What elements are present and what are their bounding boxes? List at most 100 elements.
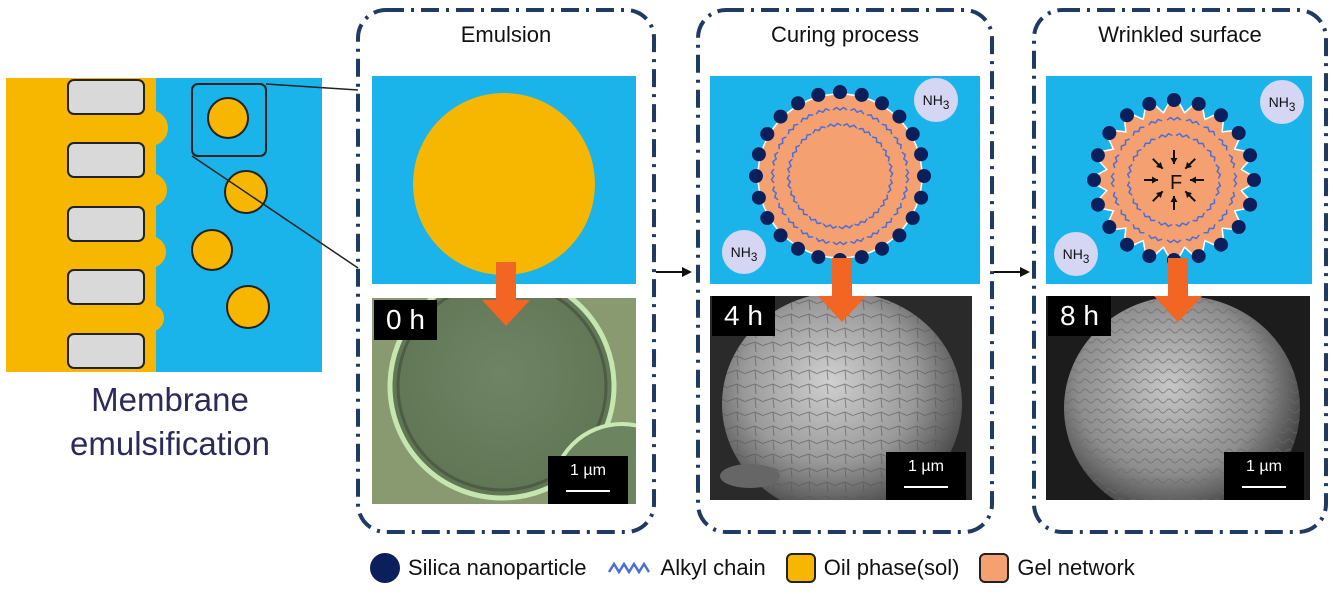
membrane-pore-block [67,142,145,178]
alkyl-chain [822,223,838,229]
alkyl-chain [838,224,854,230]
micrograph-8h [1046,296,1310,500]
alkyl-chain [832,241,848,246]
alkyl-chain [905,168,910,184]
alkyl-chain [800,133,812,145]
silica-nanoparticle [917,169,931,183]
time-label-4h: 4 h [712,296,775,336]
scale-line [904,486,948,488]
alkyl-chain [1142,212,1156,222]
silica-nanoparticle [914,147,929,162]
forming-droplet [150,304,164,332]
alkyl-chain [770,168,775,184]
stage-frames [356,8,1328,534]
alkyl-chain [866,114,880,123]
alkyl-chain [850,108,865,115]
silica-nanoparticle-icon [370,553,400,583]
silica-nanoparticle [1142,96,1157,111]
alkyl-chain [1175,221,1190,228]
scale-line [566,490,610,492]
silica-nanoparticle [1120,237,1134,252]
alkyl-chain [800,229,814,238]
alkyl-chain [866,229,880,238]
stage-title-emulsion: Emulsion [460,22,552,47]
silica-nanoparticle [1090,197,1105,212]
scale-bar-4h: 1 µm [886,452,966,500]
alkyl-chain [1132,198,1142,211]
alkyl-chain [1120,209,1130,222]
silica-nanoparticle [905,127,920,141]
silica-nanoparticle [854,250,869,265]
alkyl-chain [812,125,826,134]
silica-nanoparticle [751,190,766,205]
alkyl-chain [1112,191,1120,206]
alkyl-chain [789,190,798,204]
wrinkled-schematic [1046,76,1312,284]
alkyl-chain [1218,138,1228,151]
alkyl-chain [787,217,799,229]
alkyl-chain [1132,224,1145,234]
alkyl-chain [1192,138,1206,148]
alkyl-chain [791,144,801,158]
silica-nanoparticle [1214,108,1228,123]
force-label: F [1170,172,1183,194]
alkyl-chain [826,122,842,128]
alkyl-chain [772,186,779,201]
silica-nanoparticle [1142,249,1157,264]
alkyl-chain [1203,126,1216,136]
forming-droplet [150,110,168,146]
alkyl-chain [1206,149,1216,162]
alkyl-chain [1148,118,1163,126]
silica-nanoparticle [791,96,805,111]
orange-arrow [1154,258,1202,322]
silica-nanoparticle [1231,220,1246,234]
time-label-8h: 8 h [1048,296,1111,336]
membrane-pore-block [67,206,145,242]
scale-label: 1 µm [570,462,606,479]
force-arrow-head [1170,158,1178,164]
subscript: 3 [942,98,950,112]
silica-nanoparticle [1214,237,1228,252]
force-arrow-head [1190,176,1196,184]
stage-frame-curing [696,8,994,534]
alkyl-chain [1203,224,1216,234]
orange-arrow [818,258,866,322]
silica-nanoparticle [749,169,763,183]
scale-line [1242,486,1286,488]
silica-nanoparticle [875,241,889,256]
alkyl-chain [797,204,809,216]
legend-label: Silica nanoparticle [408,555,587,580]
subscript: 3 [1082,252,1090,266]
stage-frame-wrinkled [1032,8,1328,534]
process-arrow-head [1020,267,1030,277]
label-line-2: emulsification [70,425,270,462]
silica-nanoparticle [1191,249,1206,264]
alkyl-chain [854,218,868,227]
ammonia-bubble [1260,80,1304,124]
alkyl-chain [901,186,908,201]
alkyl-chain [1112,154,1120,169]
alkyl-chain [800,114,814,123]
alkyl-chain [1148,234,1163,242]
process-arrow-head [682,267,692,277]
alkyl-chain [1126,181,1133,196]
alkyl-chain [1175,132,1191,139]
alkyl-chain [786,174,792,190]
alkyl-chain [815,237,830,244]
alkyl-chain [901,151,908,166]
silica-nanoparticle [1247,173,1261,187]
scale-bar-8h: 1 µm [1224,452,1304,500]
force-arrow-head [1152,176,1158,184]
silica-nanoparticle [1102,126,1117,140]
alkyl-chain [1110,172,1115,188]
force-arrow-head [1156,162,1163,169]
gel-droplet-with-particles [749,85,931,267]
silica-nanoparticle [914,190,929,205]
alkyl-chain [1185,234,1200,242]
alkyl-chain [1143,138,1156,148]
silica-nanoparticle [811,250,826,265]
silica-nanoparticle [1090,148,1105,163]
alkyl-chain [1228,154,1236,169]
ammonia-label: NH3 [730,244,758,264]
force-arrow-head [1185,191,1192,198]
